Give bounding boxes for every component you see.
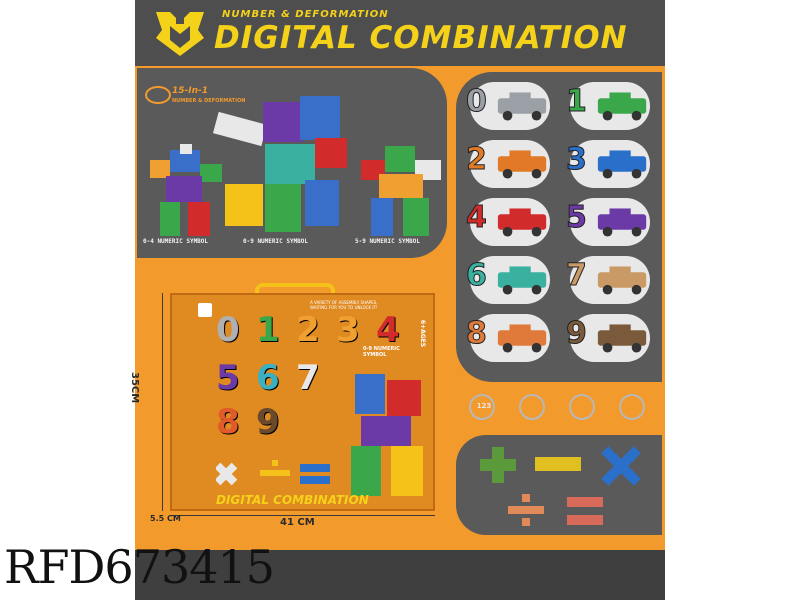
header-title: DIGITAL COMBINATION: [214, 20, 628, 56]
train-icon: [597, 266, 647, 295]
box-handle: [255, 283, 335, 297]
operators-panel: [456, 435, 662, 535]
equals-piece-icon: [567, 497, 603, 525]
tractor-icon: [597, 324, 647, 353]
grid-digit: 4: [466, 200, 488, 236]
ship-icon: [597, 150, 647, 179]
box-digit: 4: [376, 310, 400, 350]
tag-15in1-badge: [145, 86, 171, 104]
plus-piece-icon: [480, 447, 516, 483]
robot-medium-image: [361, 146, 441, 236]
boat-icon: [497, 324, 547, 353]
target-icon: [619, 394, 645, 420]
height-dimension: 35CM: [129, 372, 140, 404]
box-digit: 8: [216, 402, 240, 442]
grid-digit: 9: [566, 316, 588, 352]
grid-digit: 8: [466, 316, 488, 352]
brain-icon: [519, 394, 545, 420]
grid-digit: 3: [566, 142, 588, 178]
box-digit: 7: [296, 358, 320, 398]
minus-piece-icon: [535, 457, 581, 471]
box-digit: 0: [216, 310, 240, 350]
box-title: DIGITAL COMBINATION: [216, 493, 369, 507]
brand-logo-icon: [198, 303, 212, 317]
box-digit: 2: [296, 310, 320, 350]
numbers-icon-label: 123: [476, 402, 492, 410]
box-tagline: A VARIETY OF ASSEMBLY SHAPES, WAITING FO…: [310, 300, 378, 310]
box-numeric-label: 0-9 NUMERIC SYMBOL: [363, 346, 400, 358]
jet-icon: [497, 150, 547, 179]
crane-icon: [497, 208, 547, 237]
link-icon: [569, 394, 595, 420]
reference-code: RFD673415: [4, 540, 275, 594]
grid-digit: 7: [566, 258, 588, 294]
tank-icon: [497, 92, 547, 121]
grid-digit: 5: [566, 200, 588, 236]
robot-label-0-9: 0-9 NUMERIC SYMBOL: [243, 238, 309, 245]
box-digit: 3: [336, 310, 360, 350]
box-age-badge: 6+AGES: [419, 319, 427, 348]
bus-icon: [597, 92, 647, 121]
helicopter-icon: [597, 208, 647, 237]
box-robot-image: [351, 374, 423, 496]
tag-15in1-subtext: NUMBER & DEFORMATION: [172, 98, 246, 104]
depth-dimension: 5.5 CM: [150, 514, 181, 523]
tag-15in1-text: 15-In-1: [172, 86, 209, 96]
transformer-logo-icon: [156, 12, 204, 56]
robot-large-image: [213, 96, 347, 232]
grid-digit: 2: [466, 142, 488, 178]
multiply-piece-icon: [601, 446, 641, 486]
bottom-strip: [135, 550, 665, 600]
robot-small-image: [150, 144, 222, 236]
robot-label-0-4: 0-4 NUMERIC SYMBOL: [143, 238, 209, 245]
height-dimension-line: [162, 293, 163, 511]
box-digit: 1: [256, 310, 280, 350]
numbers-icon: 123: [469, 394, 495, 420]
grid-digit: 1: [566, 84, 588, 120]
divide-piece-icon: [508, 494, 544, 526]
grid-digit: 0: [466, 84, 488, 120]
feature-icons-row: 123: [465, 394, 655, 424]
width-dimension: 41 CM: [280, 517, 315, 528]
box-digit: 5: [216, 358, 240, 398]
box-operators-image: [216, 460, 330, 486]
box-digit: 9: [256, 402, 280, 442]
box-digit: 6: [256, 358, 280, 398]
width-dimension-line: [170, 515, 435, 516]
robot-label-5-9: 5-9 NUMERIC SYMBOL: [355, 238, 421, 245]
grid-digit: 6: [466, 258, 488, 294]
header-subtitle: NUMBER & DEFORMATION: [222, 9, 389, 20]
excavator-icon: [497, 266, 547, 295]
